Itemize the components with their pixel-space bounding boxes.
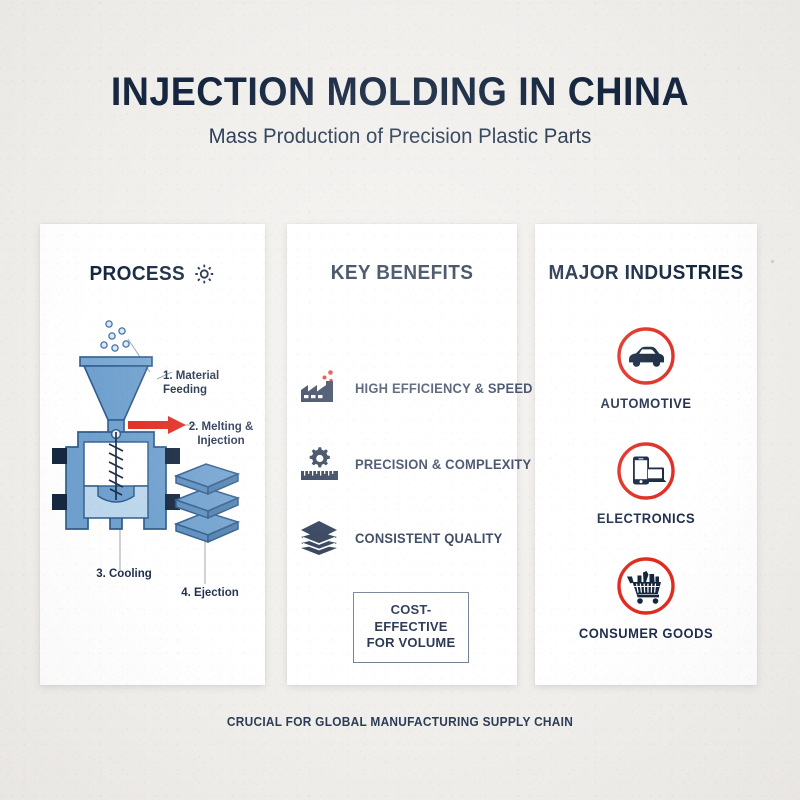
screw-icon xyxy=(108,432,124,500)
panel-process-heading: PROCESS xyxy=(46,262,260,286)
panel-benefits-heading: KEY BENEFITS xyxy=(293,262,512,285)
process-step-label-feeding: 1. Material Feeding xyxy=(163,370,220,397)
gear-icon xyxy=(195,264,214,284)
panel-industries: MAJOR INDUSTRIES xyxy=(535,224,757,685)
process-step-label-melting: 2. Melting &Injection xyxy=(188,421,254,448)
cost-effective-line2: FOR VOLUME xyxy=(366,635,456,651)
factory-icon xyxy=(301,370,333,402)
car-icon xyxy=(617,327,675,385)
industry-item-automotive: AUTOMOTIVE xyxy=(535,325,757,411)
gear-ruler-icon xyxy=(301,447,338,480)
barrel-and-mold xyxy=(52,428,180,530)
process-step-label-ejection: 4. Ejection xyxy=(181,587,239,599)
page-title: INJECTION MOLDING IN CHINA xyxy=(110,70,690,114)
industry-label-consumer-goods: CONSUMER GOODS xyxy=(578,626,714,641)
pellets-icon xyxy=(100,320,130,352)
benefit-label-precision: PRECISION & COMPLEXITY xyxy=(355,456,532,472)
shopping-cart-icon xyxy=(617,557,675,615)
benefit-label-efficiency: HIGH EFFICIENCY & SPEED xyxy=(355,380,533,396)
page-subtitle: Mass Production of Precision Plastic Par… xyxy=(208,125,592,148)
benefit-label-quality: CONSISTENT QUALITY xyxy=(355,530,503,546)
clamp-block xyxy=(165,448,180,464)
cost-effective-callout: COST-EFFECTIVE FOR VOLUME xyxy=(353,592,469,663)
benefit-item-quality: CONSISTENT QUALITY xyxy=(297,518,509,558)
industry-label-electronics: ELECTRONICS xyxy=(596,511,696,526)
phone-laptop-icon xyxy=(617,442,675,500)
industry-item-consumer-goods: CONSUMER GOODS xyxy=(535,555,757,641)
clamp-block xyxy=(52,448,67,464)
panel-benefits-heading-label: KEY BENEFITS xyxy=(330,262,474,284)
ejected-plates-icon xyxy=(173,463,241,544)
panel-industries-heading: MAJOR INDUSTRIES xyxy=(541,262,752,285)
process-step-label-cooling: 3. Cooling xyxy=(96,568,152,580)
panel-industries-heading-label: MAJOR INDUSTRIES xyxy=(548,262,744,284)
industry-item-electronics: ELECTRONICS xyxy=(535,440,757,526)
benefit-item-precision: PRECISION & COMPLEXITY xyxy=(297,444,539,484)
header: INJECTION MOLDING IN CHINA Mass Producti… xyxy=(0,72,800,147)
injection-arrow-icon xyxy=(128,416,186,434)
hopper-icon xyxy=(79,356,153,434)
industry-label-automotive: AUTOMOTIVE xyxy=(600,396,692,411)
process-diagram xyxy=(52,320,241,584)
cost-effective-line1: COST-EFFECTIVE xyxy=(374,602,448,634)
benefit-item-efficiency: HIGH EFFICIENCY & SPEED xyxy=(297,368,540,408)
panel-process-heading-label: PROCESS xyxy=(89,262,186,285)
clamp-block xyxy=(52,494,67,510)
layers-icon xyxy=(301,521,337,555)
paper-speck xyxy=(771,260,774,263)
footer-tagline: CRUCIAL FOR GLOBAL MANUFACTURING SUPPLY … xyxy=(226,715,574,729)
